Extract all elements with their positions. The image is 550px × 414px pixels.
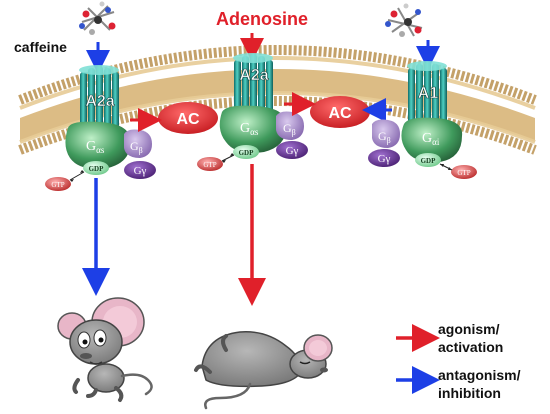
g-gamma-right-label: Gγ (378, 153, 391, 165)
awake-mouse-icon (57, 297, 153, 402)
legend-agonism-line1: agonism/ (438, 321, 500, 337)
g-beta-left-label: Gβ (130, 139, 143, 155)
gdp-left-label: GDP (89, 165, 105, 173)
a2a-center-label: A2a (239, 67, 268, 84)
gdp-center-label: GDP (239, 149, 255, 157)
antagonist-molecule-icon (385, 3, 423, 37)
gtp-center-label: GTP (203, 161, 216, 169)
legend-agonism-line2: activation (438, 339, 503, 355)
gtp-left-label: GTP (51, 181, 64, 189)
caffeine-label: caffeine (14, 39, 67, 55)
g-gamma-left-label: Gγ (134, 165, 147, 177)
caffeine-molecule-icon (79, 1, 116, 35)
a1-label: A1 (418, 85, 439, 102)
legend: agonism/ activation antagonism/ inhibiti… (396, 321, 521, 401)
a2a-left-label: A2a (85, 93, 114, 110)
g-alpha-s-center-label: Gαs (240, 121, 259, 137)
legend-antagonism-line2: inhibition (438, 385, 501, 401)
a1-receptor: A1 (407, 61, 447, 124)
a2a-receptor-left: A2a (79, 65, 119, 128)
g-alpha-i-label: Gαi (422, 131, 440, 147)
gdp-right-label: GDP (421, 157, 437, 165)
g-protein-left: Gαs Gβ Gγ GDP GTP (45, 121, 156, 191)
legend-antagonism-line1: antagonism/ (438, 367, 521, 383)
g-gamma-center-label: Gγ (286, 145, 299, 157)
ac-left-label: AC (176, 111, 200, 128)
gtp-right-label: GTP (457, 169, 470, 177)
g-protein-center: Gαs Gβ Gγ GDP GTP (197, 105, 308, 171)
adenylyl-cyclase-left: AC (158, 102, 218, 134)
g-alpha-s-left-label: Gαs (86, 139, 105, 155)
g-beta-right-label: Gβ (378, 129, 391, 145)
sleeping-mouse-icon (194, 331, 333, 410)
adenosine-label: Adenosine (216, 9, 308, 29)
adenylyl-cyclase-right: AC (310, 96, 370, 128)
g-beta-center-label: Gβ (283, 121, 296, 137)
ac-right-label: AC (328, 105, 352, 122)
a2a-receptor-center: A2a (233, 53, 273, 112)
g-protein-right: Gαi Gβ Gγ GDP GTP (368, 117, 477, 179)
